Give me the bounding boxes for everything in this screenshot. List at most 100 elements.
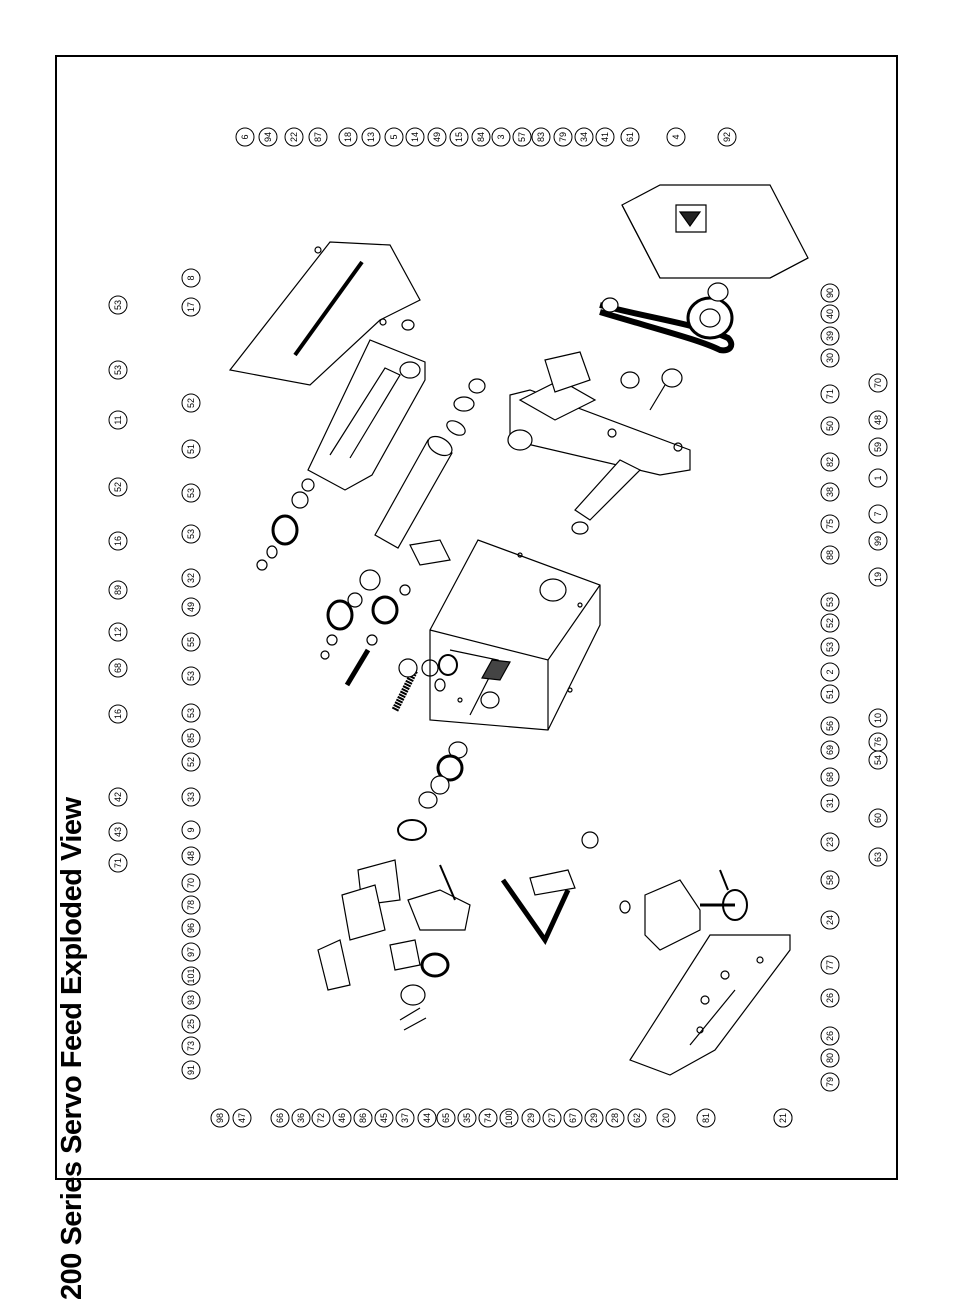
callout-number: 58 [825, 875, 835, 885]
callout-top-7: 14 [405, 127, 425, 147]
callout-number: 31 [825, 798, 835, 808]
callout-bottom-13: 100 [499, 1108, 519, 1128]
callout-bubble [584, 1108, 604, 1128]
roller [374, 378, 486, 549]
callout-number: 30 [825, 353, 835, 363]
callout-bubble [820, 348, 840, 368]
callout-bubble [284, 127, 304, 147]
callout-bubble [181, 568, 201, 588]
callout-number: 72 [316, 1113, 326, 1123]
callout-left_upper-6: 51 [181, 439, 201, 459]
callout-right-32: 58 [820, 870, 840, 890]
main-housing [409, 539, 601, 731]
callout-number: 36 [296, 1113, 306, 1123]
callout-bubble [820, 416, 840, 436]
control-box [621, 184, 809, 279]
callout-left_upper-19: 53 [181, 703, 201, 723]
callout-number: 13 [366, 132, 376, 142]
callout-bubble [820, 740, 840, 760]
callout-number: 55 [186, 637, 196, 647]
callout-bubble [512, 127, 532, 147]
callout-bubble [181, 439, 201, 459]
callout-left_upper-34: 25 [181, 1014, 201, 1034]
callout-number: 100 [504, 1110, 514, 1125]
callout-number: 76 [873, 737, 883, 747]
callout-number: 81 [701, 1113, 711, 1123]
callout-bubble [820, 613, 840, 633]
callout-top-14: 79 [553, 127, 573, 147]
callout-number: 70 [186, 878, 196, 888]
callout-bottom-9: 44 [417, 1108, 437, 1128]
callout-bottom-21: 81 [696, 1108, 716, 1128]
callout-top-0: 6 [235, 127, 255, 147]
callout-bubble [820, 592, 840, 612]
callout-bubble [405, 127, 425, 147]
callout-number: 16 [113, 536, 123, 546]
callout-bubble [181, 846, 201, 866]
callout-number: 82 [825, 457, 835, 467]
callout-bubble [499, 1108, 519, 1128]
callout-number: 61 [625, 132, 635, 142]
callout-left_upper-2: 53 [108, 295, 128, 315]
callout-bubble [521, 1108, 541, 1128]
callout-number: 50 [825, 421, 835, 431]
callout-right-27: 68 [820, 767, 840, 787]
callout-bubble [108, 704, 128, 724]
callout-right-37: 80 [820, 1048, 840, 1068]
callout-number: 99 [873, 536, 883, 546]
callout-number: 45 [379, 1113, 389, 1123]
callout-left_upper-22: 42 [108, 787, 128, 807]
exploded-view-diagram: 6942287181351449158435783793441614929040… [108, 127, 888, 1128]
callout-bubble [773, 1108, 793, 1128]
callout-right-1: 40 [820, 304, 840, 324]
callout-bubble [108, 295, 128, 315]
callout-bottom-10: 65 [436, 1108, 456, 1128]
callout-right-9: 82 [820, 452, 840, 472]
callout-right-26: 54 [868, 750, 888, 770]
callout-bubble [820, 637, 840, 657]
callout-bottom-8: 37 [395, 1108, 415, 1128]
upper-frame [307, 319, 426, 491]
callout-bubble [605, 1108, 625, 1128]
callout-bubble [868, 437, 888, 457]
callout-bubble [108, 787, 128, 807]
callout-bubble [868, 504, 888, 524]
callout-number: 53 [186, 529, 196, 539]
callout-number: 17 [186, 302, 196, 312]
callout-bubble [820, 304, 840, 324]
callout-number: 14 [410, 132, 420, 142]
callout-bubble [868, 531, 888, 551]
callout-number: 24 [825, 915, 835, 925]
lower-gears [397, 741, 599, 849]
callout-number: 51 [825, 689, 835, 699]
callout-number: 93 [186, 995, 196, 1005]
callout-bubble [232, 1108, 252, 1128]
callout-top-5: 13 [361, 127, 381, 147]
callout-bubble [181, 597, 201, 617]
callout-left_upper-9: 53 [181, 524, 201, 544]
callout-number: 96 [186, 923, 196, 933]
callout-bubble [868, 750, 888, 770]
callout-number: 75 [825, 519, 835, 529]
callout-bubble [457, 1108, 477, 1128]
callout-top-12: 57 [512, 127, 532, 147]
callout-bubble [820, 326, 840, 346]
callout-number: 52 [186, 398, 196, 408]
callout-bubble [620, 127, 640, 147]
callout-number: 5 [389, 134, 399, 139]
callout-number: 11 [113, 415, 123, 424]
callout-number: 97 [186, 947, 196, 957]
callout-number: 37 [400, 1113, 410, 1123]
callout-left_upper-11: 32 [181, 568, 201, 588]
callout-bottom-2: 66 [270, 1108, 290, 1128]
callout-bubble [108, 477, 128, 497]
callout-number: 67 [568, 1113, 578, 1123]
callout-bottom-12: 74 [478, 1108, 498, 1128]
callout-bottom-6: 86 [353, 1108, 373, 1128]
callout-bubble [478, 1108, 498, 1128]
callout-number: 53 [825, 597, 835, 607]
callout-bubble [868, 373, 888, 393]
callout-number: 78 [186, 900, 196, 910]
callout-top-13: 83 [531, 127, 551, 147]
callout-number: 47 [237, 1113, 247, 1123]
